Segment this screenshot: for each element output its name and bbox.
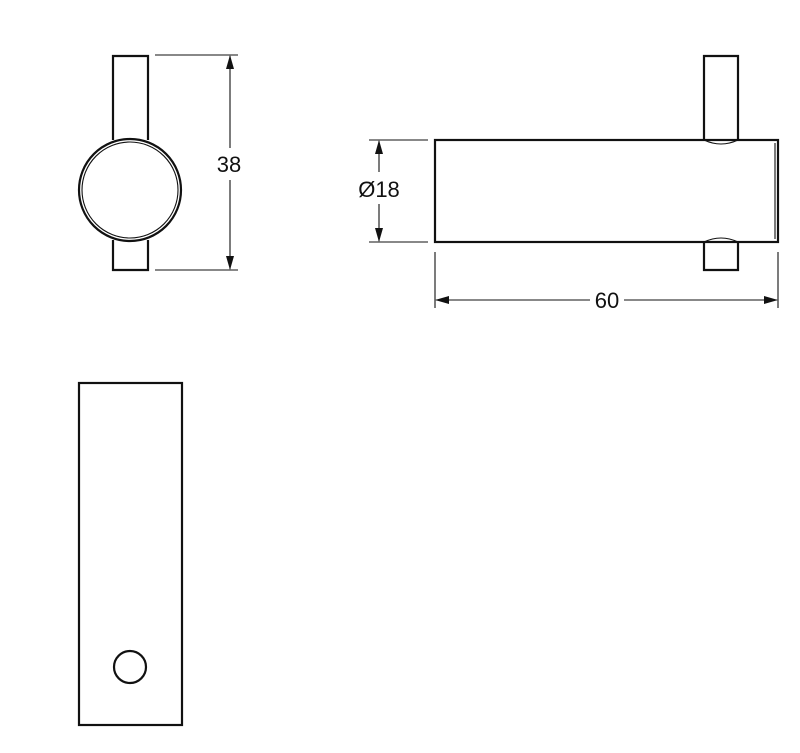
hook-pin-top [702, 54, 740, 140]
hook-pin-top [111, 54, 150, 140]
rosette-circle [77, 137, 183, 243]
front-view: 38 [77, 54, 241, 272]
hook-body-bottom [77, 381, 184, 727]
hook-pin-bottom [111, 240, 150, 272]
side-view: Ø18 60 [358, 54, 780, 313]
screw-hole [112, 649, 148, 685]
hook-body [433, 138, 780, 244]
diameter-dimension-label: Ø18 [358, 177, 400, 202]
height-dimension-label: 38 [217, 152, 241, 177]
length-dimension-label: 60 [595, 288, 619, 313]
rosette-inner-circle [81, 141, 179, 239]
hook-pin-bottom [702, 242, 740, 272]
bottom-view [77, 381, 184, 727]
pin-intersection-bottom [703, 237, 739, 243]
pin-intersection-top [703, 139, 739, 145]
